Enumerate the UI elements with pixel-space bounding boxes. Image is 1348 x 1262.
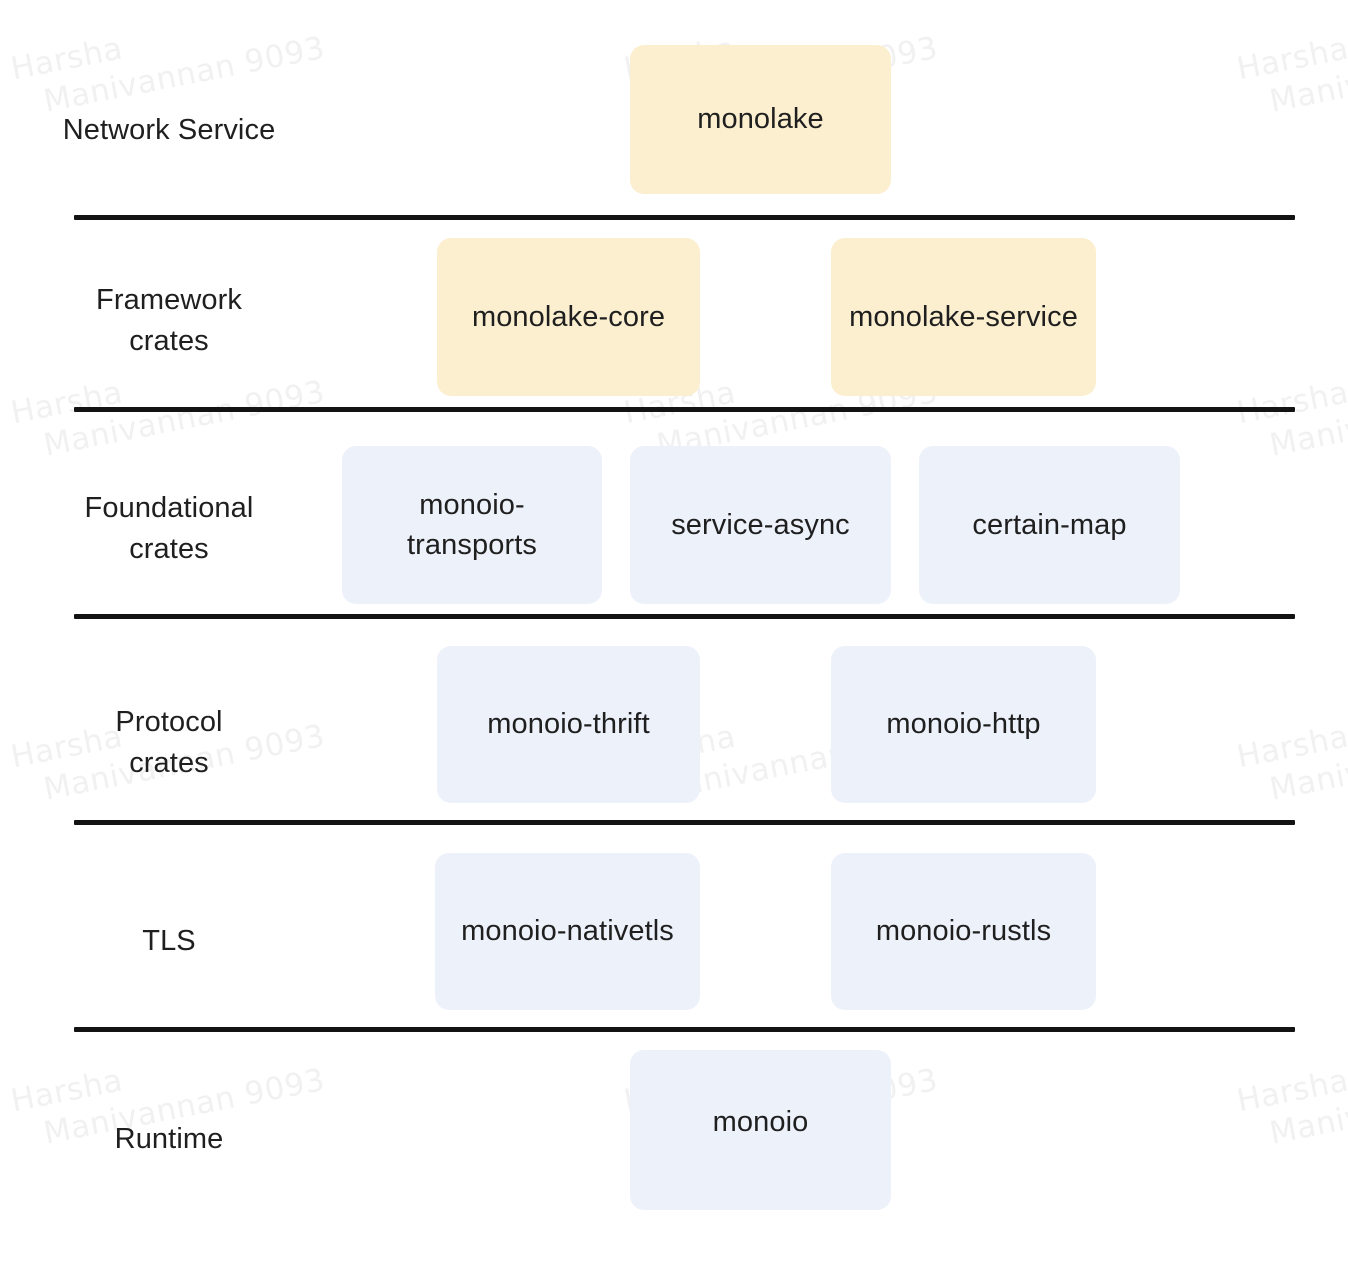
layer-row-runtime: Runtime monoio <box>0 1032 1348 1262</box>
layer-label-line: Runtime <box>114 1123 224 1155</box>
node-certain-map[interactable]: certain-map <box>919 446 1180 604</box>
layer-divider-2 <box>74 407 1295 412</box>
node-monoio-thrift[interactable]: monoio-thrift <box>437 646 700 803</box>
layer-label-line: crates <box>129 325 209 358</box>
layer-label-foundational-crates: Foundational crates <box>24 488 314 570</box>
layer-divider-3 <box>74 614 1295 619</box>
layer-label-line: Foundational <box>84 492 254 524</box>
node-label: monoio-rustls <box>875 915 1052 948</box>
node-monoio[interactable]: monoio <box>630 1050 891 1210</box>
node-label: monoio <box>712 1106 809 1138</box>
node-label: monoio-transports <box>407 488 537 561</box>
node-monoio-http[interactable]: monoio-http <box>831 646 1096 803</box>
node-label: monolake <box>697 103 824 136</box>
node-monoio-transports[interactable]: monoio-transports <box>342 446 602 604</box>
node-label: monoio-nativetls <box>461 915 674 948</box>
node-label: service-async <box>671 508 850 541</box>
layer-label-tls: TLS <box>24 921 314 962</box>
layer-label-line: crates <box>129 747 209 780</box>
node-label: monolake-core <box>471 300 666 333</box>
layer-label-line: Framework <box>96 284 242 316</box>
layer-label-line: Network Service <box>62 114 276 146</box>
node-label: monoio-http <box>886 708 1041 741</box>
layer-row-protocol-crates: Protocol crates monoio-thrift monoio-htt… <box>0 619 1348 822</box>
layer-label-line: crates <box>129 533 209 566</box>
layer-row-framework-crates: Framework crates monolake-core monolake-… <box>0 217 1348 411</box>
layer-label-runtime: Runtime <box>24 1119 314 1160</box>
layer-row-network-service: Network Service monolake <box>0 0 1348 217</box>
node-monolake-service[interactable]: monolake-service <box>831 238 1096 396</box>
layer-divider-5 <box>74 1027 1295 1032</box>
layer-label-line: TLS <box>142 925 196 957</box>
layer-label-protocol-crates: Protocol crates <box>24 702 314 784</box>
node-label: certain-map <box>972 508 1127 541</box>
node-monolake[interactable]: monolake <box>630 45 891 194</box>
layer-label-network-service: Network Service <box>24 110 314 151</box>
node-monoio-rustls[interactable]: monoio-rustls <box>831 853 1096 1010</box>
node-label: monoio-thrift <box>487 708 650 741</box>
layer-row-tls: TLS monoio-nativetls monoio-rustls <box>0 825 1348 1029</box>
layer-row-foundational-crates: Foundational crates monoio-transports se… <box>0 412 1348 617</box>
node-service-async[interactable]: service-async <box>630 446 891 604</box>
node-monoio-nativetls[interactable]: monoio-nativetls <box>435 853 700 1010</box>
node-label: monolake-service <box>849 300 1078 333</box>
layer-divider-4 <box>74 820 1295 825</box>
layer-divider-1 <box>74 215 1295 220</box>
layer-label-framework-crates: Framework crates <box>24 280 314 362</box>
node-monolake-core[interactable]: monolake-core <box>437 238 700 396</box>
layer-label-line: Protocol <box>115 706 223 738</box>
